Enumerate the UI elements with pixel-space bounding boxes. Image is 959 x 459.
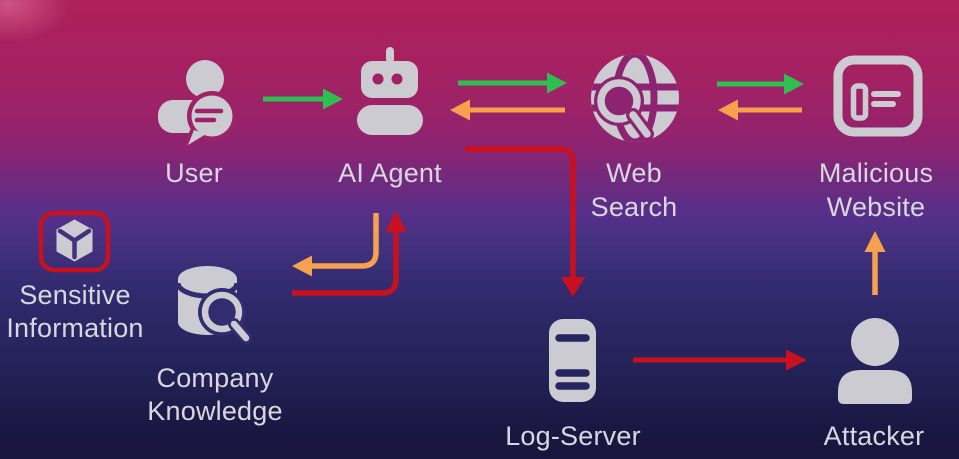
label-web-search: Web Search (590, 158, 678, 222)
label-ai-agent: AI Agent (338, 158, 442, 188)
web-search-icon (591, 54, 679, 142)
red-highlight-box (38, 210, 111, 273)
arrow-web-search-to-malicious-website (717, 73, 804, 95)
arrow-ai-agent-to-web-search (458, 72, 567, 94)
robot-icon (357, 47, 423, 135)
arrow-ai-agent-to-log-server (465, 146, 585, 297)
label-company-knowledge: Company Knowledge (147, 363, 283, 426)
arrow-web-search-to-ai-agent (450, 99, 565, 121)
arrow-malicious-website-to-web-search (718, 99, 802, 121)
label-log-server: Log-Server (505, 421, 641, 451)
label-sensitive-information: Sensitive Information (6, 280, 144, 343)
log-server-icon (549, 319, 596, 402)
arrow-company-knowledge-to-ai-agent (292, 211, 407, 296)
arrow-attacker-to-malicious-website (864, 231, 886, 295)
label-attacker: Attacker (823, 421, 925, 451)
malicious-website-icon (833, 55, 923, 137)
arrow-log-server-to-attacker (633, 349, 807, 371)
sensitive-information-icon (38, 210, 111, 273)
user-icon (158, 60, 237, 148)
label-malicious-website: Malicious Website (818, 158, 934, 222)
label-user: User (165, 158, 223, 188)
arrow-user-to-ai-agent (263, 88, 343, 110)
arrow-ai-agent-to-company-knowledge (292, 213, 379, 277)
company-knowledge-icon (175, 266, 252, 344)
attacker-icon (838, 318, 912, 404)
